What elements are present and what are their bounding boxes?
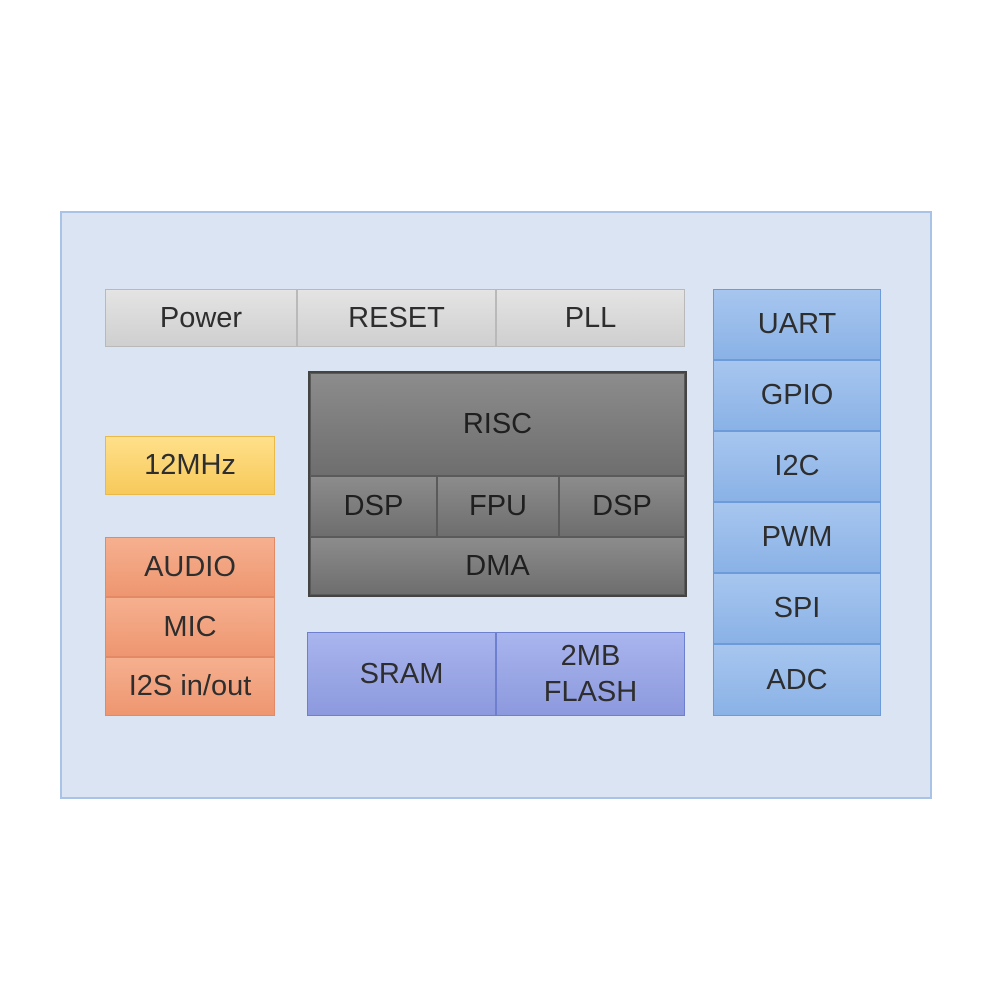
pll-block: PLL	[496, 289, 685, 347]
i2s-block: I2S in/out	[105, 657, 275, 716]
audio-block: AUDIO	[105, 537, 275, 597]
flash-block: 2MB FLASH	[496, 632, 685, 716]
fpu-block: FPU	[437, 476, 559, 537]
pwm-block: PWM	[713, 502, 881, 573]
adc-block: ADC	[713, 644, 881, 716]
core-frame	[308, 371, 687, 597]
reset-block: RESET	[297, 289, 496, 347]
spi-block: SPI	[713, 573, 881, 644]
i2c-block: I2C	[713, 431, 881, 502]
flash-type-label: FLASH	[543, 676, 638, 708]
mic-block: MIC	[105, 597, 275, 657]
sram-block: SRAM	[307, 632, 496, 716]
dsp-block-left: DSP	[310, 476, 437, 537]
uart-block: UART	[713, 289, 881, 360]
dma-block: DMA	[310, 537, 685, 595]
clock-12mhz-block: 12MHz	[105, 436, 275, 495]
dsp-block-right: DSP	[559, 476, 685, 537]
gpio-block: GPIO	[713, 360, 881, 431]
power-block: Power	[105, 289, 297, 347]
flash-size-label: 2MB	[560, 639, 621, 672]
risc-block: RISC	[310, 373, 685, 476]
